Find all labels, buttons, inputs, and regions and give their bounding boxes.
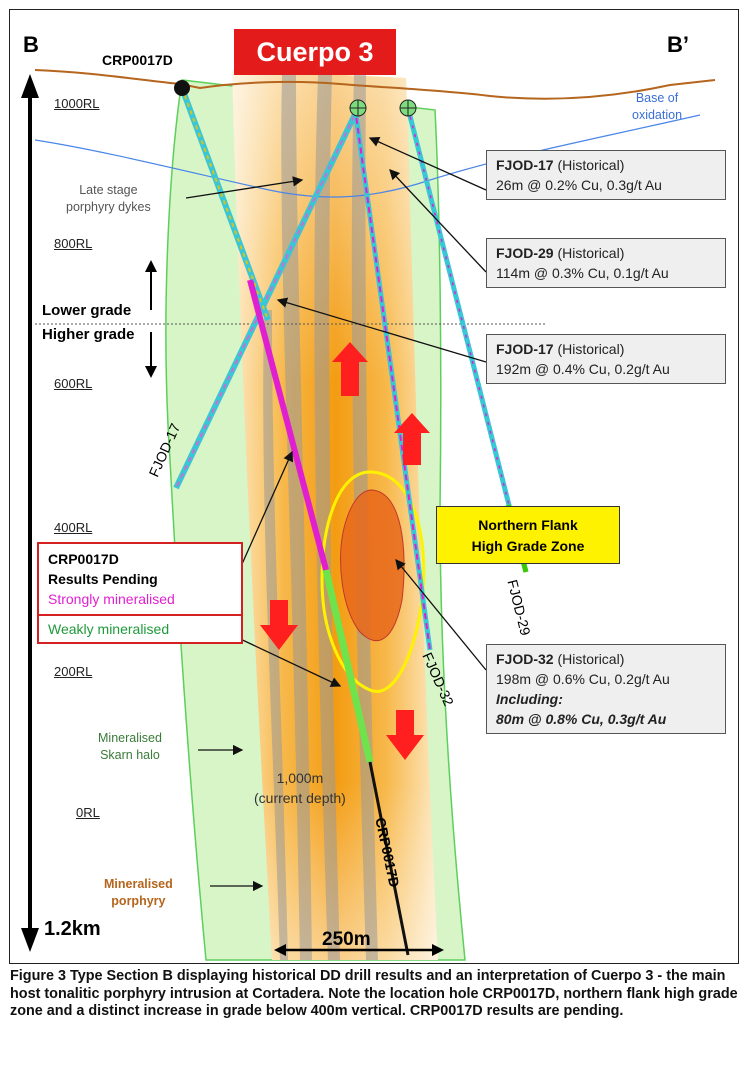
callout-fjod-17-lower: FJOD-17 (Historical) 192m @ 0.4% Cu, 0.2… [486, 334, 726, 384]
rl-label: 200RL [54, 664, 93, 679]
rl-label: 600RL [54, 376, 93, 391]
vertical-scale-label: 1.2km [44, 918, 101, 940]
higher-grade-label: Higher grade [42, 326, 135, 343]
cross-section-diagram [21, 69, 716, 961]
title-box: Cuerpo 3 [234, 29, 396, 75]
section-frame: B B’ Cuerpo 3 CRP0017D 1000RL 800RL 600R… [9, 9, 739, 964]
rl-label: 400RL [54, 520, 93, 535]
section-label-right: B’ [667, 32, 689, 57]
skarn-halo-label: Mineralised Skarn halo [98, 731, 162, 762]
legend-weak: Weakly mineralised [37, 616, 243, 644]
rl-label: 1000RL [54, 96, 100, 111]
figure-caption: Figure 3 Type Section B displaying histo… [10, 968, 738, 1019]
base-oxidation-label: Base of oxidation [632, 91, 683, 122]
collar-label: CRP0017D [102, 52, 173, 68]
collar-crp0017d [174, 80, 190, 96]
section-label-left: B [23, 32, 39, 57]
rl-label: 0RL [76, 805, 100, 820]
rl-label: 800RL [54, 236, 93, 251]
callout-fjod-32: FJOD-32 (Historical) 198m @ 0.6% Cu, 0.2… [486, 644, 726, 734]
oxidation-line [34, 114, 701, 198]
drill-holes [173, 86, 529, 956]
dykes-label: Late stage porphyry dykes [66, 183, 151, 214]
callout-fjod-29: FJOD-29 (Historical) 114m @ 0.3% Cu, 0.1… [486, 238, 726, 288]
legend: CRP0017D Results Pending Strongly minera… [37, 542, 243, 644]
lower-grade-label: Lower grade [42, 302, 132, 319]
current-depth-label: 1,000m (current depth) [254, 770, 346, 806]
porphyry-label: Mineralised porphyry [104, 877, 173, 908]
high-grade-zone-label: Northern Flank High Grade Zone [436, 506, 620, 564]
callout-fjod-17-upper: FJOD-17 (Historical) 26m @ 0.2% Cu, 0.3g… [486, 150, 726, 200]
topography-line [34, 69, 716, 100]
high-grade-zone [340, 489, 405, 642]
high-grade-zone-outline [320, 470, 426, 693]
legend-pending: CRP0017D Results Pending Strongly minera… [37, 542, 243, 616]
horizontal-scale-label: 250m [322, 929, 371, 950]
grade-direction-arrows [260, 342, 430, 760]
